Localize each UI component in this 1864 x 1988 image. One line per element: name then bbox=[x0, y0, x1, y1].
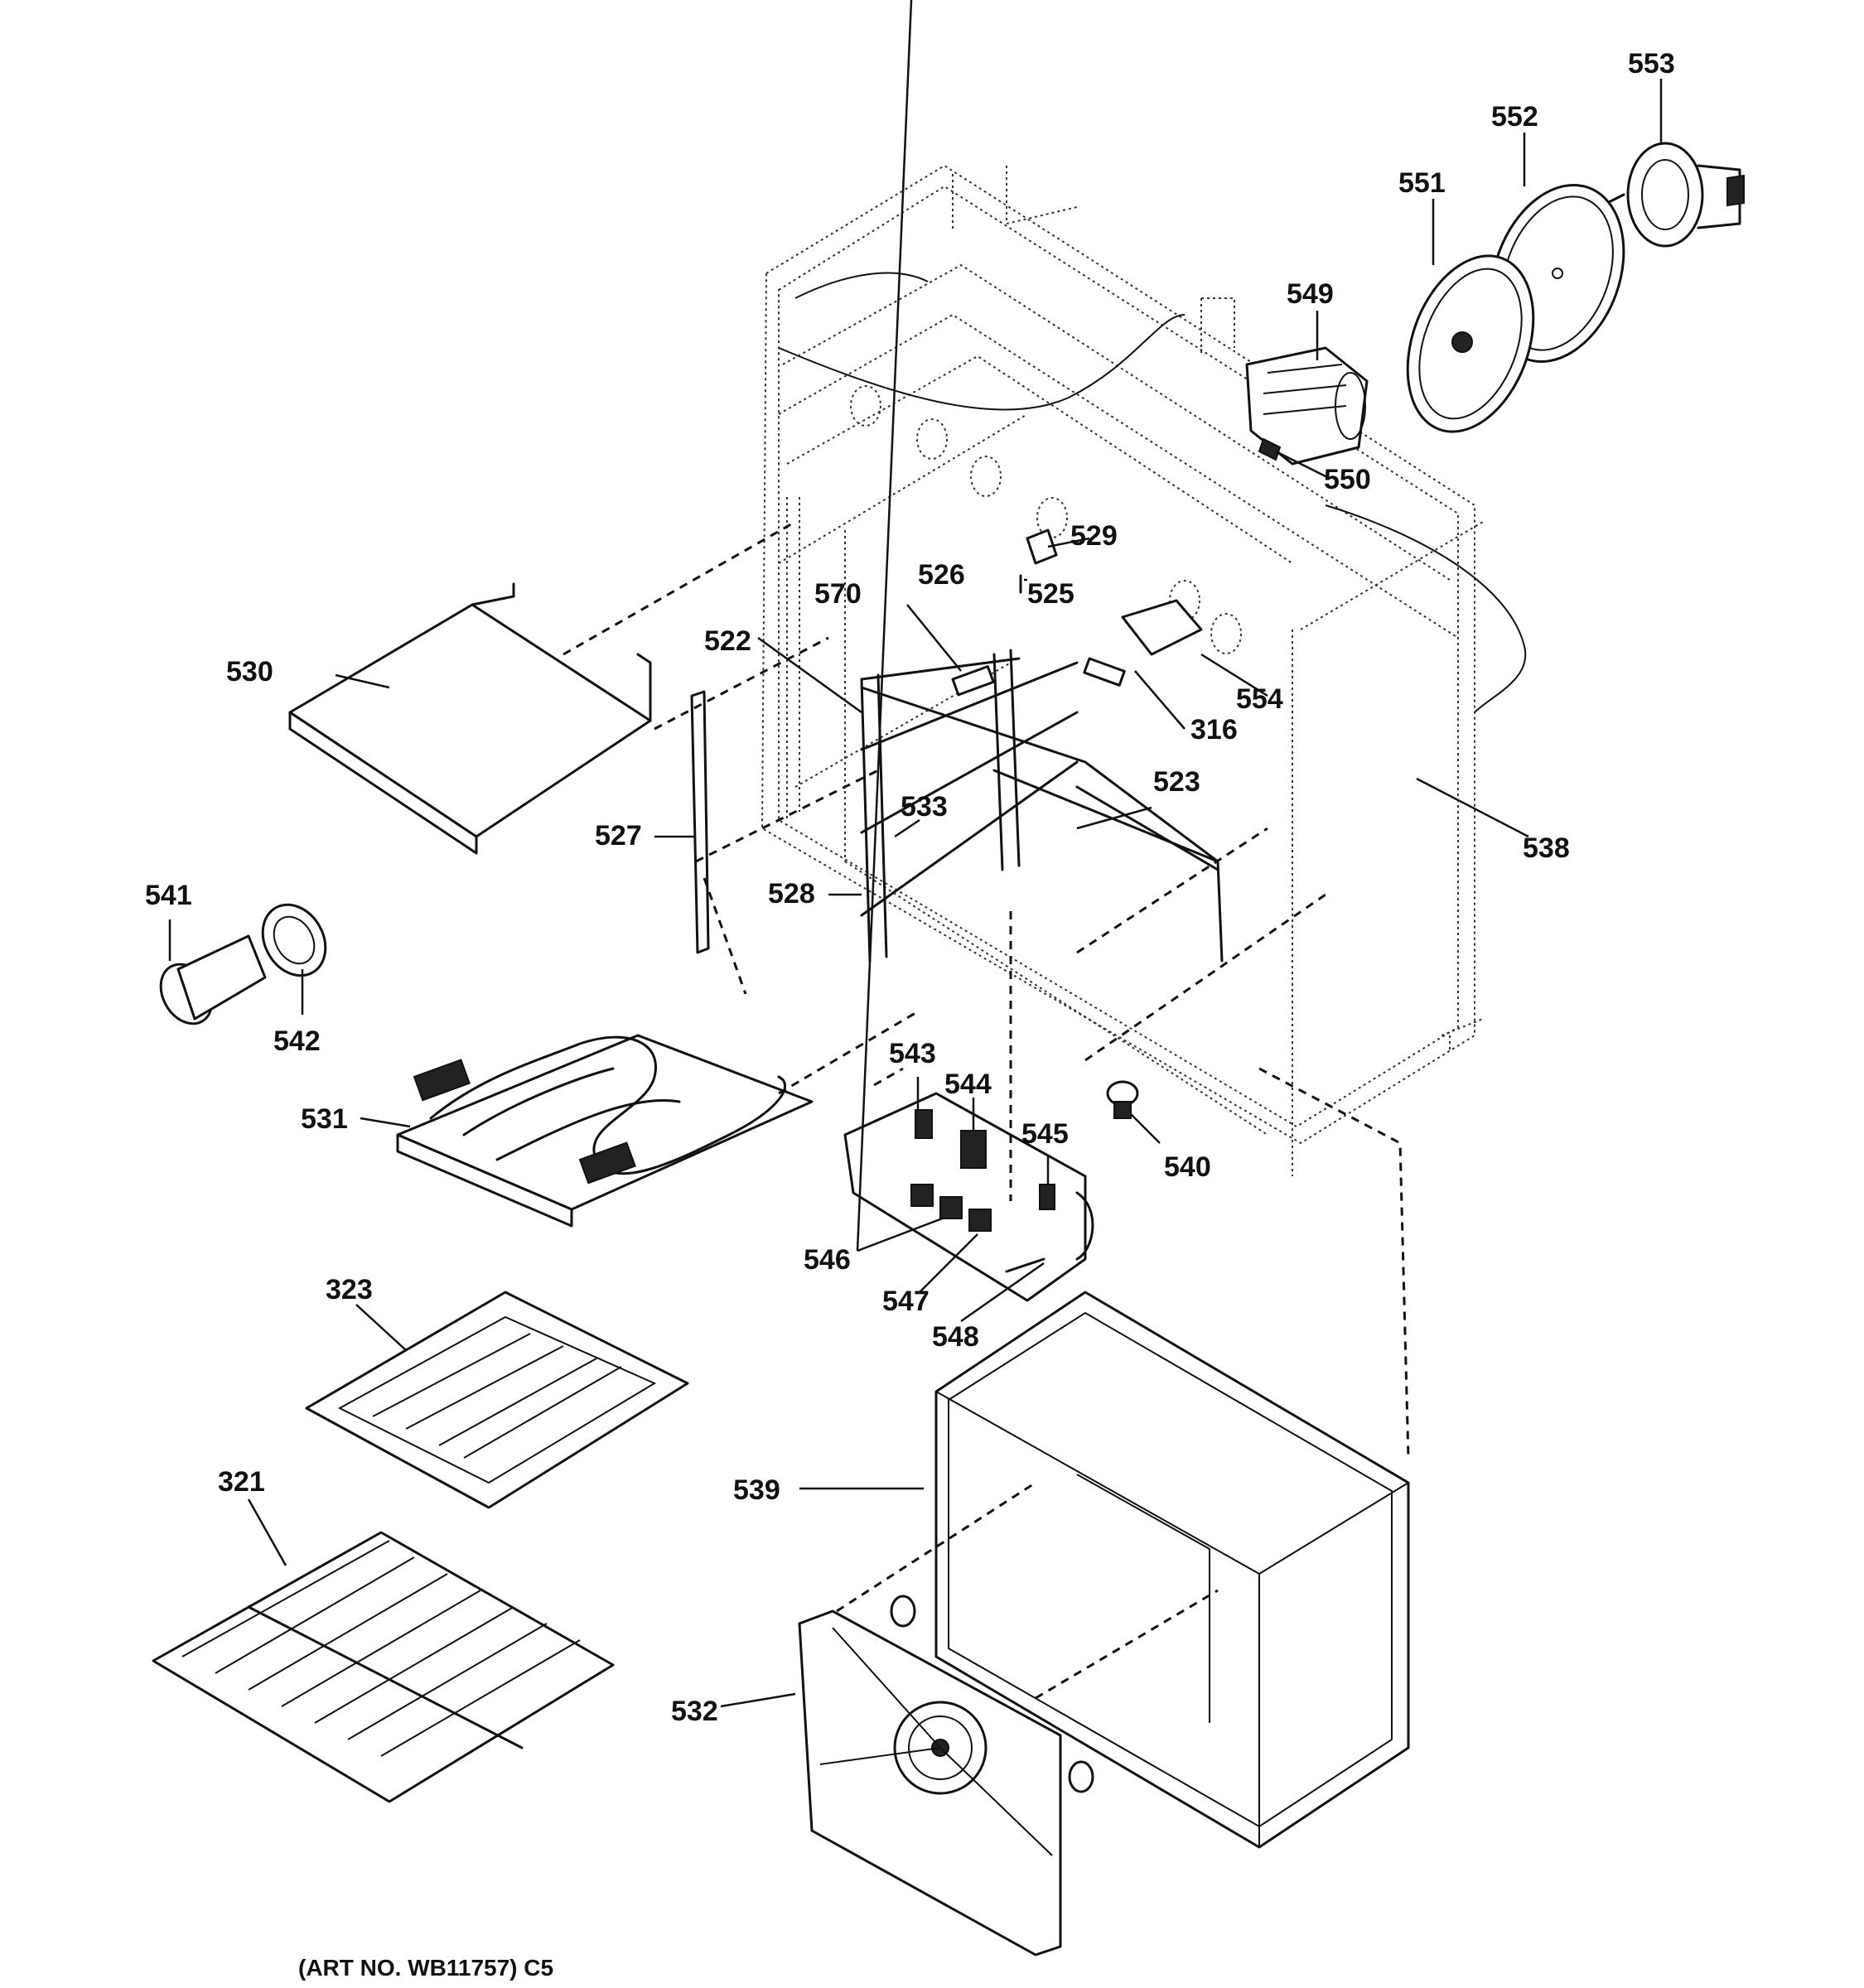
callout-546: 546 bbox=[804, 1244, 851, 1276]
callout-553: 553 bbox=[1628, 48, 1675, 80]
callout-544: 544 bbox=[944, 1069, 992, 1100]
callout-528: 528 bbox=[768, 878, 815, 910]
callout-538: 538 bbox=[1523, 832, 1570, 864]
convection-motor-illustration bbox=[1556, 142, 1745, 248]
sensor-bracket-illustration bbox=[1019, 528, 1203, 687]
callout-leader-lines bbox=[168, 0, 1663, 1708]
rack-support-frame-illustration bbox=[860, 649, 1224, 963]
callout-552: 552 bbox=[1491, 101, 1538, 133]
convection-fan-blade-illustration bbox=[1406, 254, 1535, 433]
oven-frame-illustration bbox=[761, 164, 1527, 1176]
oven-light-illustration bbox=[159, 903, 327, 1025]
callout-522: 522 bbox=[704, 625, 751, 657]
callout-labels: 553 552 551 549 550 529 526 525 570 522 … bbox=[145, 48, 1675, 1727]
callout-525: 525 bbox=[1027, 578, 1074, 610]
callout-316: 316 bbox=[1190, 714, 1238, 746]
callout-526: 526 bbox=[918, 559, 965, 591]
bake-element-illustration bbox=[396, 1034, 814, 1228]
callout-540: 540 bbox=[1164, 1151, 1211, 1183]
callout-539: 539 bbox=[733, 1474, 780, 1506]
callout-323: 323 bbox=[326, 1274, 373, 1305]
callout-570: 570 bbox=[814, 578, 862, 610]
broil-cover-plate-illustration bbox=[288, 582, 652, 855]
callout-551: 551 bbox=[1398, 167, 1446, 199]
broiler-pan-illustration bbox=[305, 1291, 689, 1509]
oven-liner-illustration bbox=[934, 1291, 1410, 1849]
relay-board-illustration bbox=[843, 1092, 1094, 1302]
callout-547: 547 bbox=[882, 1286, 930, 1317]
callout-321: 321 bbox=[218, 1466, 265, 1498]
art-number-caption: (ART NO. WB11757) C5 bbox=[298, 1955, 553, 1981]
callout-549: 549 bbox=[1287, 278, 1334, 310]
callout-523: 523 bbox=[1153, 766, 1200, 798]
callout-530: 530 bbox=[226, 656, 273, 688]
callout-531: 531 bbox=[301, 1103, 348, 1135]
oven-rack-illustration bbox=[152, 1531, 615, 1803]
rack-guide-rail-illustration bbox=[690, 690, 710, 954]
convection-back-panel-illustration bbox=[798, 1595, 1094, 1957]
callout-527: 527 bbox=[595, 820, 642, 852]
callout-554: 554 bbox=[1236, 683, 1283, 715]
callout-545: 545 bbox=[1021, 1118, 1069, 1150]
callout-550: 550 bbox=[1324, 464, 1371, 495]
callout-542: 542 bbox=[273, 1025, 321, 1057]
callout-532: 532 bbox=[671, 1696, 718, 1727]
callout-533: 533 bbox=[901, 791, 948, 823]
assembly-guide-lines bbox=[563, 520, 1410, 1700]
callout-548: 548 bbox=[932, 1321, 979, 1353]
fan-motor-illustration bbox=[1245, 346, 1369, 466]
callout-529: 529 bbox=[1070, 520, 1118, 552]
callout-543: 543 bbox=[889, 1038, 936, 1069]
door-switch-illustration bbox=[1106, 1080, 1139, 1119]
callout-541: 541 bbox=[145, 880, 192, 911]
